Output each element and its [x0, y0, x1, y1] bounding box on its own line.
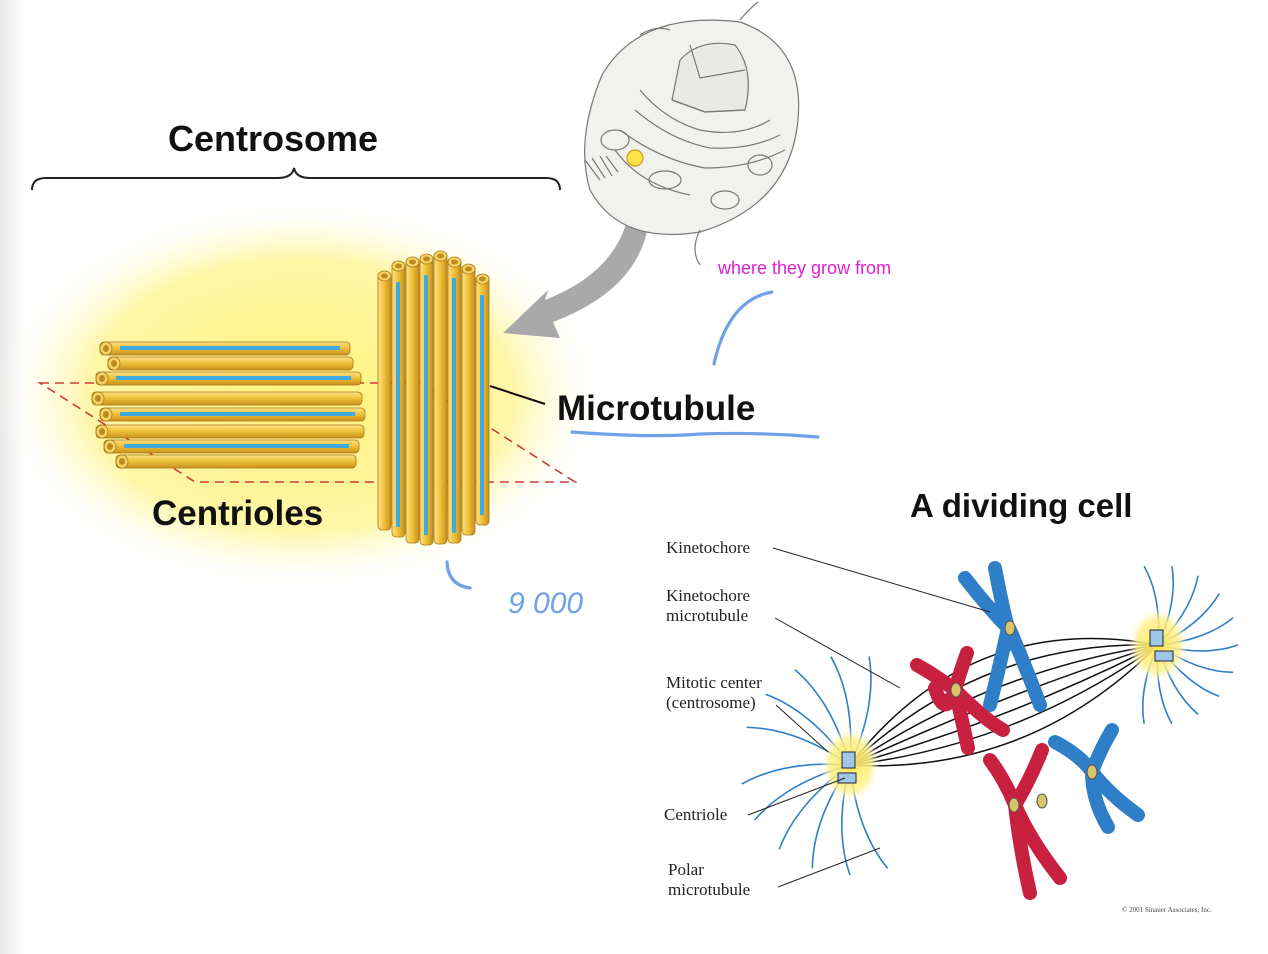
centrosome-bracket: [31, 167, 561, 191]
callout-lines: [747, 547, 991, 888]
mitotic-center-right: [1128, 607, 1188, 683]
where-they-grow-note: where they grow from: [717, 258, 891, 278]
polar-microtubule-label-1: Polar: [668, 860, 704, 879]
cell-sketch: [584, 1, 800, 266]
kinetochore-microtubule-label-2: microtubule: [666, 606, 748, 625]
mitotic-center-label-2: (centrosome): [666, 693, 756, 712]
polar-microtubule-label-2: microtubule: [668, 880, 750, 899]
chromosome-red-bottom: [983, 743, 1067, 900]
handwritten-9000: 9 000: [508, 587, 583, 620]
pen-strokes: [445, 290, 820, 590]
page-edge-shadow: [0, 0, 26, 954]
centrosome-title: Centrosome: [168, 118, 378, 159]
chromosome-red-left: [910, 646, 1010, 755]
microtubule-pointer: [489, 385, 546, 405]
copyright-credit: © 2001 Sinauer Associates, Inc.: [1122, 906, 1212, 914]
microtubule-label: Microtubule: [557, 389, 755, 428]
chromosome-blue-bottom: [1036, 723, 1145, 834]
kinetochore-label: Kinetochore: [666, 538, 750, 557]
gray-arrow: [503, 205, 650, 338]
vertical-centriole: [377, 250, 490, 546]
centriole-label: Centriole: [664, 805, 727, 824]
chromosome-blue-top: [958, 561, 1047, 712]
kinetochore-microtubule-label-1: Kinetochore: [666, 586, 750, 605]
mitotic-center-left: [820, 727, 880, 803]
centrioles-label: Centrioles: [152, 494, 323, 533]
dividing-cell-title: A dividing cell: [910, 487, 1132, 524]
horizontal-centriole: [91, 341, 366, 469]
mitotic-center-label-1: Mitotic center: [666, 673, 762, 692]
